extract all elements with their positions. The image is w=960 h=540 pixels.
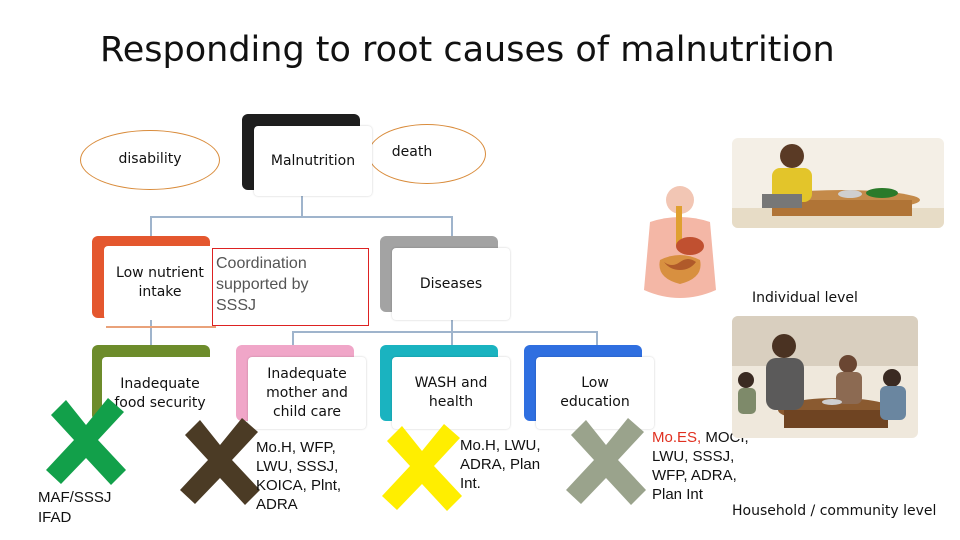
family-eating-image (732, 316, 918, 438)
x-yellow-icon (382, 424, 462, 511)
coordination-line1: Coordination (216, 255, 307, 272)
connector-care-drop (292, 331, 294, 345)
coordination-box (212, 248, 369, 326)
diseases-box: Diseases (392, 248, 510, 320)
connector-mid-horizontal (150, 335, 152, 347)
low-nutrient-box: Low nutrient intake (104, 246, 216, 320)
woman-eating-image (732, 138, 944, 228)
disability-label: disability (118, 151, 182, 167)
connector-right-stem (451, 316, 453, 332)
wash-label: WASH and health (414, 375, 488, 410)
child-care-label: Inadequate mother and child care (266, 365, 348, 420)
death-label: death (391, 144, 433, 160)
coordination-line2: supported by (216, 276, 309, 293)
connector-bottom-horizontal (292, 331, 597, 333)
actors-maf: MAF/SSSJ IFAD (38, 489, 112, 526)
actors-moes: Mo.ES, MOCI, LWU, SSSJ, WFP, ADRA, Plan … (652, 428, 749, 504)
x-green-icon (46, 398, 126, 485)
digestive-system-image (620, 180, 730, 320)
connector-left-drop (150, 216, 152, 240)
food-security-label: Inadequate food security (114, 376, 206, 411)
individual-level-label: Individual level (752, 290, 858, 306)
low-nutrient-label: Low nutrient intake (116, 265, 204, 300)
disability-ellipse: disability (80, 130, 220, 190)
x-grey-icon (566, 418, 646, 505)
actors-moh-lwu: Mo.H, LWU, ADRA, Plan Int. (460, 437, 541, 492)
malnutrition-box: Malnutrition (254, 126, 372, 196)
connector-wash-drop (451, 331, 453, 345)
wash-box: WASH and health (392, 357, 510, 429)
malnutrition-label: Malnutrition (270, 152, 356, 169)
connector-right-drop (451, 216, 453, 240)
x-brown-icon (180, 418, 260, 505)
connector-main-vertical (301, 195, 303, 217)
connector-edu-drop (596, 331, 598, 345)
child-care-box: Inadequate mother and child care (248, 357, 366, 429)
underline-low-nutrient (106, 326, 216, 328)
actors-moh-wfp: Mo.H, WFP, LWU, SSSJ, KOICA, Plnt, ADRA (256, 439, 342, 513)
page-title: Responding to root causes of malnutritio… (100, 30, 835, 70)
food-security-box: Inadequate food security (102, 357, 218, 431)
moes-prefix: Mo.ES, (652, 429, 702, 446)
household-level-label: Household / community level (732, 503, 937, 519)
education-label: Low education (560, 375, 630, 410)
diseases-label: Diseases (419, 275, 483, 292)
moes-rest: MOCI, LWU, SSSJ, WFP, ADRA, Plan Int (652, 429, 749, 503)
connector-top-horizontal (150, 216, 452, 218)
education-box: Low education (536, 357, 654, 429)
death-ellipse: death (368, 124, 486, 184)
coordination-line3: SSSJ (216, 297, 257, 314)
